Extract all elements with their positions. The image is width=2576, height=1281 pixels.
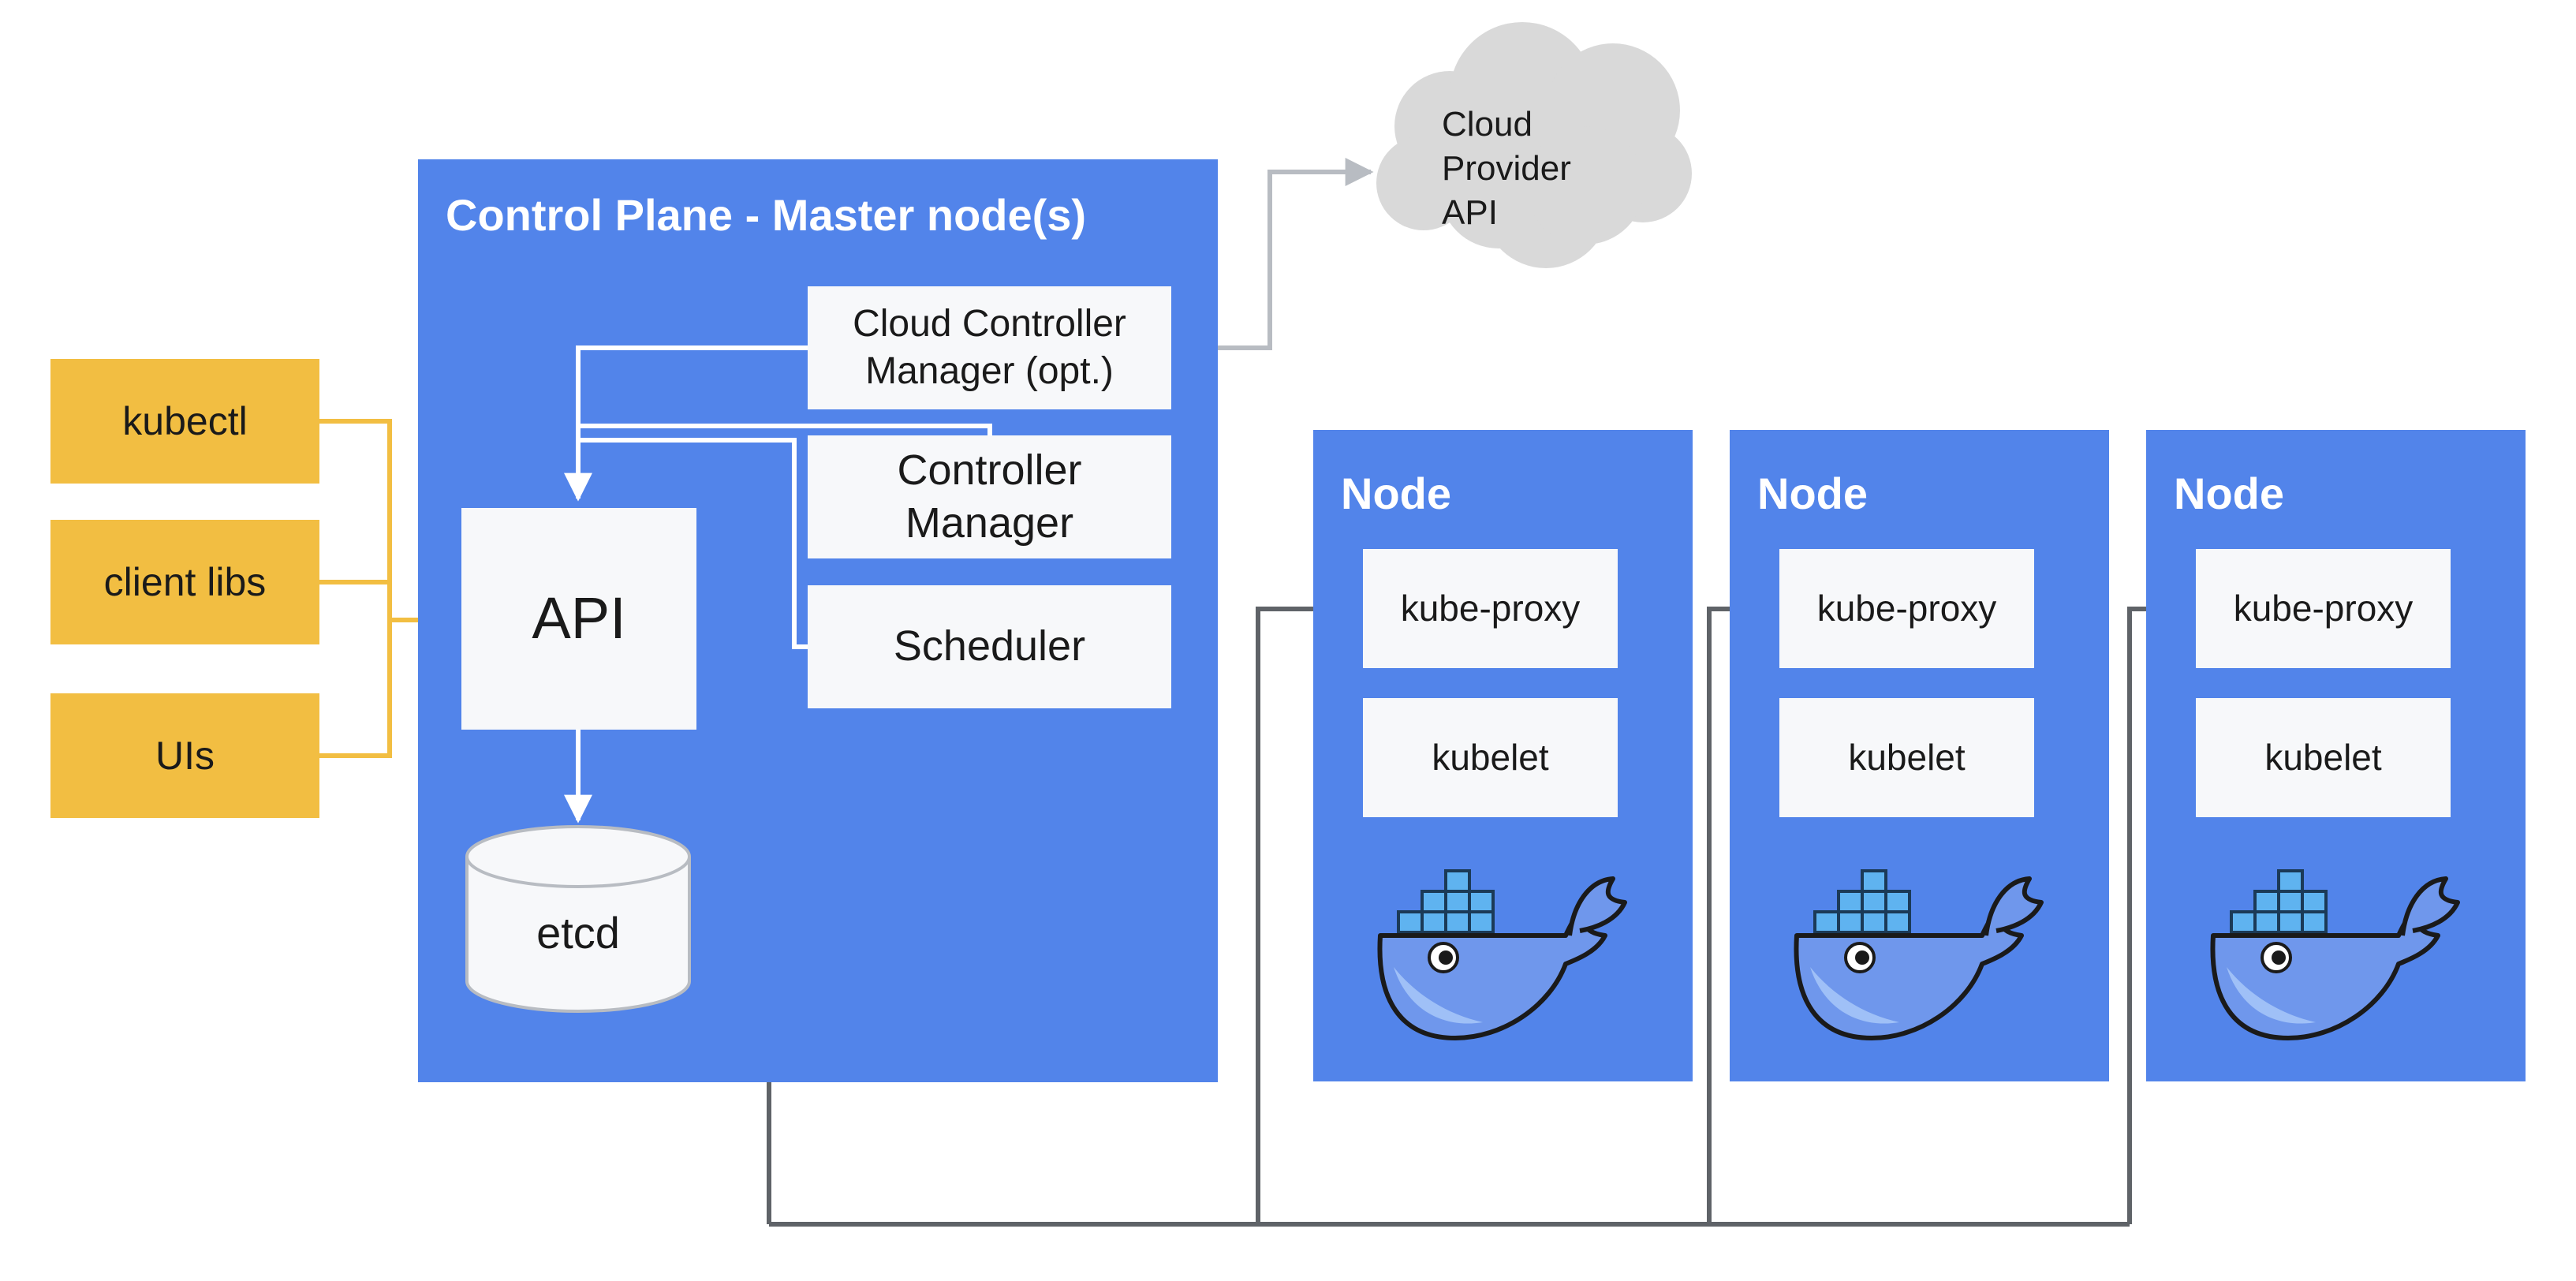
cm-label-line2: Manager bbox=[905, 499, 1074, 547]
ccm-label-line1: Cloud Controller bbox=[853, 303, 1126, 345]
client-label: kubectl bbox=[122, 399, 248, 443]
controller-manager-box: Controller Manager bbox=[808, 435, 1171, 558]
scheduler-label: Scheduler bbox=[893, 622, 1086, 670]
cloud-connector bbox=[1170, 158, 1374, 350]
client-label: client libs bbox=[103, 560, 267, 604]
docker-whale-icon bbox=[1796, 871, 2041, 1038]
node-title: Node bbox=[2174, 469, 2284, 518]
kubelet-box: kubelet bbox=[1363, 698, 1618, 817]
client-libs: client libs bbox=[50, 520, 319, 644]
kube-proxy-box: kube-proxy bbox=[1363, 549, 1618, 668]
cloud-label-line3: API bbox=[1442, 193, 1498, 232]
ccm-label-line2: Manager (opt.) bbox=[865, 350, 1114, 392]
node-title: Node bbox=[1757, 469, 1868, 518]
cloud-provider-label: Cloud Provider API bbox=[1442, 103, 1571, 235]
docker-whale-icon bbox=[1379, 871, 1625, 1038]
kube-proxy-box: kube-proxy bbox=[2196, 549, 2451, 668]
cloud-label-line2: Provider bbox=[1442, 149, 1571, 188]
control-plane-title: Control Plane - Master node(s) bbox=[446, 190, 1087, 240]
client-uis: UIs bbox=[50, 693, 319, 818]
api-label: API bbox=[532, 585, 626, 652]
kubelet-label: kubelet bbox=[1432, 736, 1549, 778]
cloud-controller-manager-box: Cloud Controller Manager (opt.) bbox=[808, 286, 1171, 409]
kube-proxy-box: kube-proxy bbox=[1779, 549, 2034, 668]
kubelet-box: kubelet bbox=[1779, 698, 2034, 817]
api-server-box: API bbox=[461, 508, 696, 730]
kube-proxy-label: kube-proxy bbox=[2233, 587, 2414, 629]
kubelet-box: kubelet bbox=[2196, 698, 2451, 817]
scheduler-box: Scheduler bbox=[808, 585, 1171, 708]
cloud-label-line1: Cloud bbox=[1442, 105, 1533, 144]
kubelet-label: kubelet bbox=[2264, 736, 2382, 778]
node-title: Node bbox=[1341, 469, 1451, 518]
etcd-label: etcd bbox=[536, 908, 620, 958]
cm-label-line1: Controller bbox=[897, 446, 1082, 494]
client-label: UIs bbox=[155, 734, 215, 778]
client-kubectl: kubectl bbox=[50, 359, 319, 484]
kubelet-label: kubelet bbox=[1848, 736, 1966, 778]
kube-proxy-label: kube-proxy bbox=[1400, 587, 1581, 629]
kube-proxy-label: kube-proxy bbox=[1816, 587, 1997, 629]
docker-whale-icon bbox=[2212, 871, 2458, 1038]
